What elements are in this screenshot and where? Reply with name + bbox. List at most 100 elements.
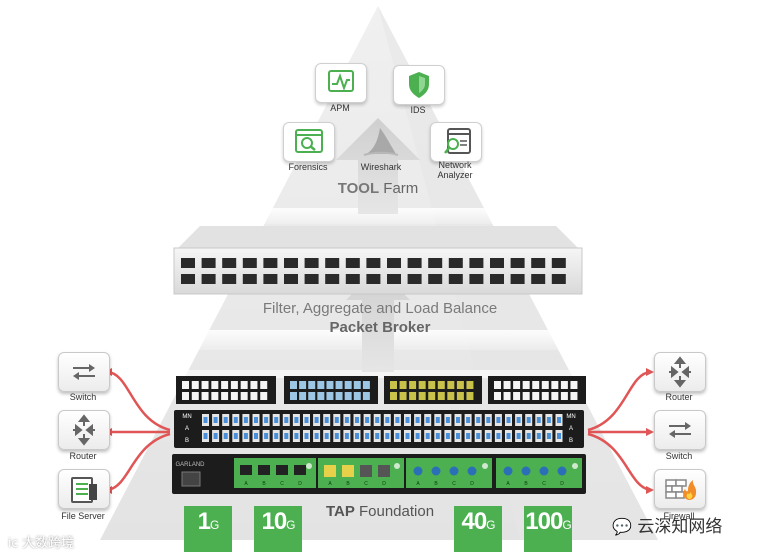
speed-unit: G bbox=[562, 518, 571, 532]
patch-port-core bbox=[344, 433, 349, 439]
patch-port-core bbox=[334, 433, 339, 439]
port-letter: C bbox=[364, 481, 368, 487]
broker-port bbox=[263, 274, 278, 284]
patch-port-core bbox=[516, 433, 521, 439]
router-icon bbox=[669, 356, 691, 388]
module-port bbox=[570, 392, 578, 400]
module-port bbox=[409, 392, 417, 400]
patch-port-core bbox=[445, 417, 450, 423]
broker-port bbox=[387, 258, 401, 268]
module-port bbox=[560, 381, 568, 389]
tap-foundation-suffix: Foundation bbox=[354, 503, 435, 520]
lc-port bbox=[557, 466, 567, 476]
tool-label-forensics: Forensics bbox=[288, 162, 328, 172]
broker-port bbox=[469, 274, 484, 284]
mgmt-port bbox=[181, 471, 201, 487]
patch-port-core bbox=[425, 433, 430, 439]
port-letter: D bbox=[470, 481, 474, 487]
module-port bbox=[409, 381, 417, 389]
broker-port bbox=[448, 258, 463, 268]
module-port bbox=[466, 392, 474, 400]
panel-label-right: A bbox=[569, 426, 573, 432]
patch-port-core bbox=[254, 417, 258, 423]
panel-label-left: MN bbox=[182, 414, 191, 420]
rj45-port bbox=[240, 465, 252, 475]
broker-port bbox=[263, 258, 278, 268]
packet-broker-title: Packet Broker bbox=[329, 319, 431, 336]
apm-chart-icon bbox=[328, 70, 354, 92]
watermark-left-logo-icon: ic bbox=[8, 536, 18, 550]
broker-port bbox=[201, 258, 216, 268]
patch-port-core bbox=[365, 433, 370, 439]
port-letter: B bbox=[346, 481, 350, 487]
tool-label-ids: IDS bbox=[410, 105, 426, 115]
module-port bbox=[230, 381, 238, 389]
lc-port bbox=[467, 466, 477, 476]
forensics-magnifier-icon bbox=[295, 129, 323, 153]
broker-port bbox=[181, 258, 195, 268]
patch-port-core bbox=[405, 417, 410, 423]
patch-port-core bbox=[284, 433, 289, 439]
broker-port bbox=[490, 274, 504, 284]
patch-port-core bbox=[476, 417, 481, 423]
module-port bbox=[308, 392, 316, 400]
patch-port-core bbox=[385, 417, 390, 423]
left-link-server bbox=[107, 432, 171, 492]
module-port bbox=[399, 392, 407, 400]
broker-port bbox=[531, 258, 546, 268]
broker-port bbox=[304, 274, 319, 284]
patch-port-core bbox=[445, 433, 450, 439]
patch-port-core bbox=[415, 417, 420, 423]
module-screw bbox=[394, 463, 400, 469]
patch-port-core bbox=[274, 417, 279, 423]
broker-port bbox=[345, 258, 360, 268]
tap-foundation-prefix: TAP bbox=[325, 503, 355, 520]
broker-port bbox=[222, 274, 237, 284]
broker-port bbox=[242, 258, 257, 268]
patch-port-core bbox=[284, 417, 289, 423]
module-port bbox=[299, 392, 307, 400]
router-icon bbox=[73, 414, 95, 446]
patch-port-core bbox=[203, 433, 208, 439]
broker-port bbox=[284, 274, 298, 284]
module-port bbox=[211, 381, 219, 389]
port-letter: D bbox=[298, 481, 302, 487]
module-port bbox=[494, 392, 501, 400]
module-port bbox=[240, 392, 248, 400]
broker-port bbox=[510, 274, 525, 284]
patch-port-core bbox=[385, 433, 390, 439]
panel-label-left: B bbox=[185, 438, 189, 444]
module-port bbox=[353, 392, 361, 400]
shark-fin-icon bbox=[363, 128, 399, 156]
patch-port-core bbox=[243, 433, 248, 439]
patch-port-core bbox=[314, 417, 319, 423]
port-letter: B bbox=[434, 481, 438, 487]
tool-farm-title-prefix: TOOL bbox=[337, 180, 380, 197]
module-port bbox=[230, 392, 238, 400]
patch-port-core bbox=[304, 417, 309, 423]
sfp-port bbox=[324, 465, 336, 477]
patch-port-core bbox=[254, 433, 258, 439]
broker-port bbox=[325, 274, 340, 284]
speed-unit: G bbox=[210, 518, 219, 532]
right-link-firewall bbox=[587, 432, 651, 492]
port-letter: A bbox=[416, 481, 420, 487]
speed-unit: G bbox=[486, 518, 495, 532]
tool-label-network: Network bbox=[438, 160, 472, 170]
right-device-firewall bbox=[654, 469, 706, 509]
right-links bbox=[587, 370, 651, 492]
patch-port-core bbox=[274, 433, 279, 439]
port-letter: B bbox=[262, 481, 266, 487]
module-port bbox=[201, 392, 209, 400]
module-port bbox=[335, 381, 343, 389]
left-links bbox=[107, 370, 171, 492]
watermark-right-text: 云深知网络 bbox=[637, 517, 723, 537]
port-letter: C bbox=[452, 481, 456, 487]
broker-port bbox=[242, 274, 257, 284]
module-port bbox=[201, 381, 209, 389]
right-link-router bbox=[587, 370, 651, 432]
broker-port bbox=[366, 258, 381, 268]
watermark-right: 💬 云深知网络 bbox=[612, 512, 722, 537]
